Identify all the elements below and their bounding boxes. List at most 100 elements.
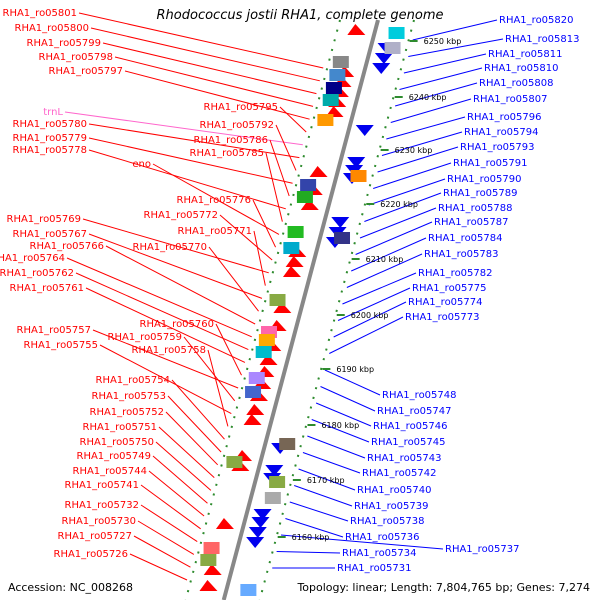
right-gene-label: RHA1_ro05808 [479,78,554,89]
forward-gene-arrow [199,580,218,591]
gene-features [199,24,405,596]
gene-block [255,346,272,358]
forward-gene-arrow [347,24,366,35]
left-leader-line [75,272,249,351]
right-gene-labels: RHA1_ro05820RHA1_ro05813RHA1_ro05811RHA1… [337,15,580,574]
gene-block [240,584,257,596]
right-leader-line [399,67,483,90]
reverse-gene-arrow [374,53,393,64]
gene-block [334,232,351,244]
forward-gene-arrow [285,256,304,267]
left-leader-line [105,245,256,325]
right-leader-line [351,237,427,272]
right-leader-line [342,272,417,305]
right-gene-label: RHA1_ro05784 [428,233,503,244]
right-gene-label: RHA1_ro05740 [357,485,432,496]
left-gene-label: RHA1_ro05772 [144,210,219,221]
right-leader-line [320,386,376,412]
right-leader-line [412,19,498,41]
right-guide-dots [258,19,415,600]
left-gene-label: RHA1_ro05769 [7,214,82,225]
left-leader-line [279,106,307,133]
left-leader-line [171,379,225,440]
right-gene-label: RHA1_ro05747 [377,406,452,417]
left-gene-label: RHA1_ro05741 [65,480,140,491]
right-gene-label: RHA1_ro05773 [405,312,480,323]
forward-gene-arrow [215,518,234,529]
forward-gene-arrow [243,414,262,425]
left-leader-line [215,323,242,376]
left-gene-label: RHA1_ro05730 [62,516,137,527]
left-gene-label: trnL [43,107,63,118]
right-leader-line [289,501,349,522]
left-gene-label: RHA1_ro05751 [83,422,158,433]
left-gene-labels: RHA1_ro05801RHA1_ro05800RHA1_ro05799RHA1… [0,8,278,560]
right-gene-label: RHA1_ro05739 [354,501,429,512]
left-gene-label: RHA1_ro05726 [54,549,129,560]
accession-text: Accession: NC_008268 [8,581,134,594]
left-gene-label: RHA1_ro05776 [177,195,252,206]
right-gene-label: RHA1_ro05775 [412,283,487,294]
forward-gene-arrow [246,404,265,415]
genome-axis [221,19,380,600]
right-leader-line [390,98,472,123]
gene-block [325,82,342,94]
forward-gene-arrow [282,266,301,277]
left-leader-line [64,111,303,146]
gene-block [384,42,401,54]
left-leader-line [148,470,205,517]
left-gene-label: RHA1_ro05797 [49,66,124,77]
left-gene-label: RHA1_ro05750 [80,437,155,448]
gene-block [388,27,405,39]
right-leader-line [408,38,504,57]
left-gene-label: RHA1_ro05786 [194,135,269,146]
right-gene-label: RHA1_ro05745 [371,437,446,448]
kbp-label: 6230 kbp [395,146,433,155]
left-leader-line [275,124,297,171]
left-gene-label: RHA1_ro05798 [39,52,114,63]
leader-lines [64,12,504,581]
left-leader-line [252,199,277,248]
left-gene-label: RHA1_ro05762 [0,268,74,279]
genome-summary: Topology: linear; Length: 7,804,765 bp; … [297,581,590,594]
left-leader-line [269,139,290,197]
right-leader-line [302,452,361,474]
right-leader-line [373,162,452,189]
right-gene-label: RHA1_ro05810 [484,63,559,74]
left-gene-label: RHA1_ro05755 [24,340,99,351]
left-gene-label: RHA1_ro05779 [13,133,88,144]
left-gene-label: RHA1_ro05800 [15,23,90,34]
left-gene-label: RHA1_ro05785 [190,148,265,159]
left-leader-line [208,246,259,312]
left-leader-line [253,230,266,286]
left-gene-label: RHA1_ro05753 [92,391,167,402]
right-gene-label: RHA1_ro05796 [467,112,542,123]
left-gene-label: RHA1_ro05761 [10,283,85,294]
left-leader-line [114,56,314,107]
gene-block [322,94,339,106]
genome-track [184,19,415,600]
left-gene-label: RHA1_ro05749 [77,451,152,462]
right-leader-line [307,435,366,459]
right-gene-label: RHA1_ro05734 [342,548,417,559]
right-gene-label: RHA1_ro05746 [373,421,448,432]
kbp-label: 6200 kbp [351,311,389,320]
left-leader-line [140,504,198,543]
gene-block [300,179,317,191]
gene-block [200,554,217,566]
left-gene-label: RHA1_ro05780 [13,119,88,130]
left-gene-label: RHA1_ro05759 [108,332,183,343]
kbp-label: 6190 kbp [336,365,374,374]
right-leader-line [364,192,442,222]
left-gene-label: RHA1_ro05799 [27,38,102,49]
right-leader-line [333,301,407,338]
right-gene-label: RHA1_ro05742 [362,468,437,479]
right-leader-line [337,287,411,321]
gene-block [283,242,300,254]
right-gene-label: RHA1_ro05794 [464,127,539,138]
left-leader-line [88,137,293,184]
right-leader-line [359,207,437,239]
left-gene-label: RHA1_ro05792 [200,120,275,131]
left-gene-label: RHA1_ro05744 [73,466,148,477]
